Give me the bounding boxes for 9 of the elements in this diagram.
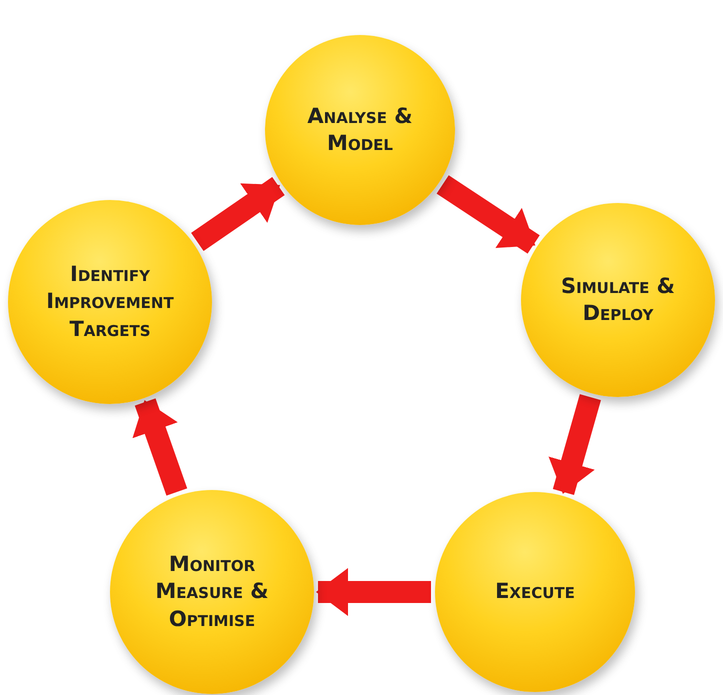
arrow: [436, 175, 540, 254]
arrow: [548, 394, 601, 495]
node-label: Simulate & Deploy: [560, 272, 676, 327]
node-label: Monitor Measure & Optimise: [154, 551, 270, 633]
node-label: Analyse & Model: [306, 102, 414, 157]
node-label: Execute: [494, 578, 576, 606]
arrow: [132, 398, 188, 496]
node-label: Identify Improvement Targets: [45, 261, 175, 343]
arrow: [316, 568, 431, 616]
